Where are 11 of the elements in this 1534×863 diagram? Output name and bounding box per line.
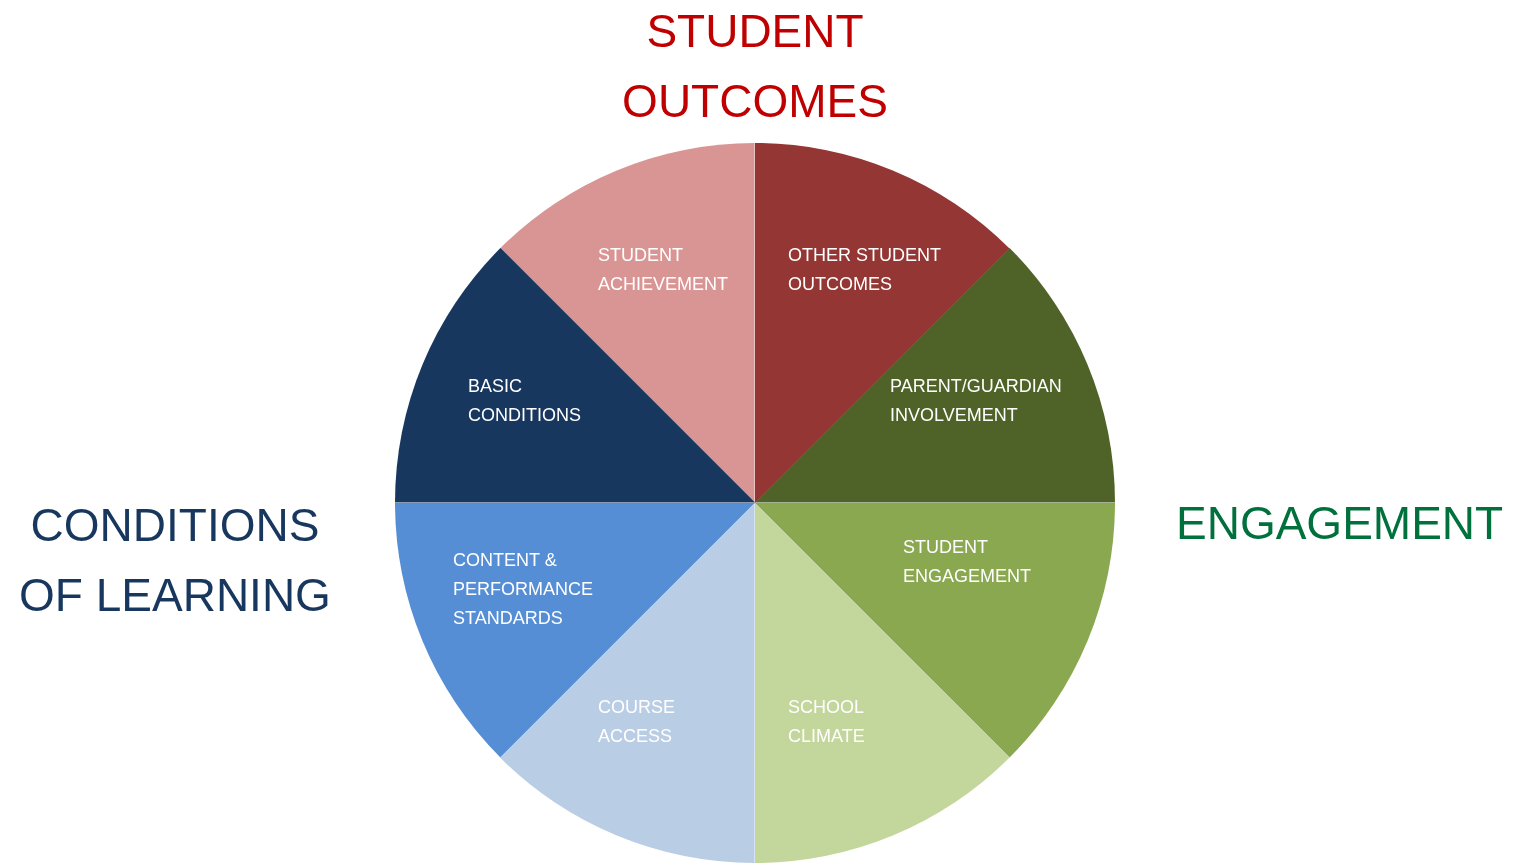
- slice-label: PARENT/GUARDIAN INVOLVEMENT: [890, 375, 1063, 427]
- slice-label: BASIC CONDITIONS: [468, 375, 582, 427]
- slice-label: STUDENT ENGAGEMENT: [903, 536, 1032, 588]
- slice-label: CONTENT & PERFORMANCE STANDARDS: [453, 549, 594, 630]
- category-heading: STUDENT OUTCOMES: [621, 4, 889, 129]
- slice-label: SCHOOL CLIMATE: [788, 696, 866, 748]
- category-heading: CONDITIONS OF LEARNING: [18, 498, 332, 623]
- slice-label: OTHER STUDENT OUTCOMES: [788, 244, 942, 296]
- slice-label: STUDENT ACHIEVEMENT: [598, 244, 729, 296]
- slice-label: COURSE ACCESS: [598, 696, 676, 748]
- category-heading: ENGAGEMENT: [1176, 496, 1505, 551]
